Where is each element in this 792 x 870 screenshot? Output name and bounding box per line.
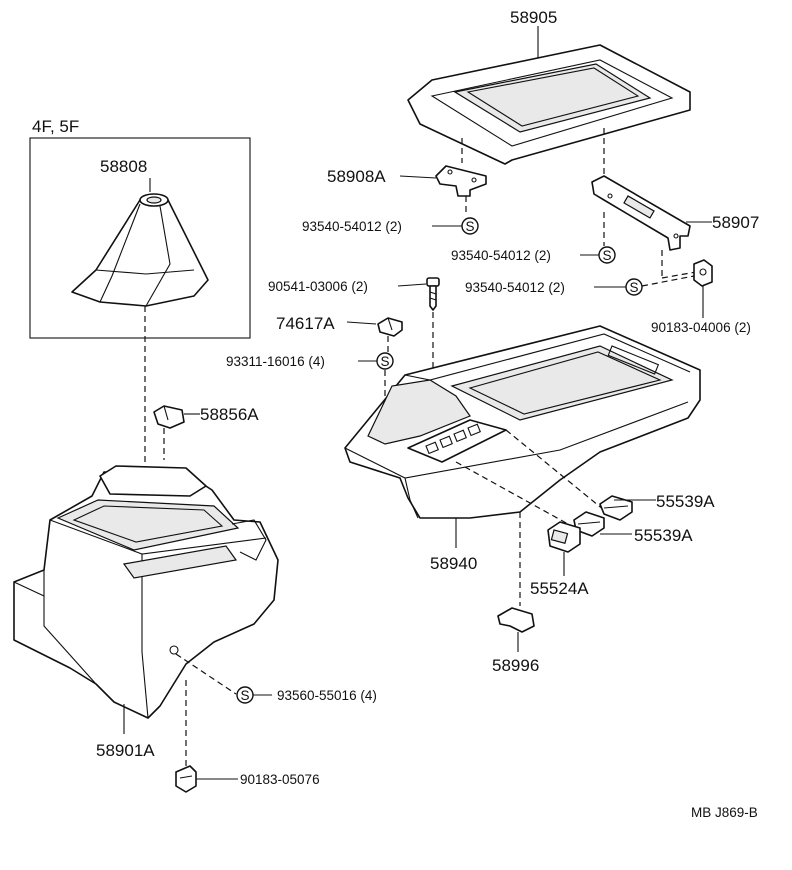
symbol-s-c-letter: S [630,280,639,295]
part-label-switch: 55524A [530,579,589,598]
part-label-shift-boot: 58808 [100,157,147,176]
bolt [426,277,440,311]
cover-a [599,495,633,521]
nut-clip [693,259,713,287]
retainer [153,405,185,429]
shift-boot [71,193,209,307]
part-label-lower-clip: 58996 [492,656,539,675]
part-label-hinge-plate: 58907 [712,213,759,232]
part-label-cover-a: 55539A [656,492,715,511]
part-label-screw-c: 93540-54012 (2) [465,280,565,295]
symbol-s-a-letter: S [466,219,475,234]
part-label-upper-console: 58940 [430,554,477,573]
variant-box [29,137,251,339]
part-label-retainer: 58856A [200,405,259,424]
part-label-lower-console: 58901A [96,741,155,760]
small-clip [377,317,403,337]
switch [547,521,581,553]
footer-code: MB J869-B [691,805,758,820]
part-label-nut-clip: 90183-04006 (2) [651,320,751,335]
symbol-s-e-letter: S [241,688,250,703]
part-label-screw-b: 93540-54012 (2) [451,248,551,263]
lower-clip [497,607,535,633]
part-label-screw-d: 93311-16016 (4) [226,354,325,369]
variant-box-label: 4F, 5F [32,117,79,136]
armrest-lid [407,44,691,165]
symbol-s-d-letter: S [381,354,390,369]
bottom-clip [175,765,197,793]
part-label-cover-b: 55539A [634,526,693,545]
lower-console [13,465,279,719]
part-label-armrest: 58905 [510,8,557,27]
part-label-screw-a: 93540-54012 (2) [302,219,402,234]
symbol-s-b-letter: S [603,248,612,263]
upper-console [344,325,701,519]
part-label-hinge-bracket: 58908A [327,167,386,186]
part-label-bolt: 90541-03006 (2) [268,279,368,294]
part-label-bottom-clip: 90183-05076 [240,772,320,787]
part-label-screw-e: 93560-55016 (4) [277,688,377,703]
hinge-plate [591,175,691,251]
part-label-small-clip: 74617A [276,314,335,333]
hinge-bracket [435,165,487,197]
